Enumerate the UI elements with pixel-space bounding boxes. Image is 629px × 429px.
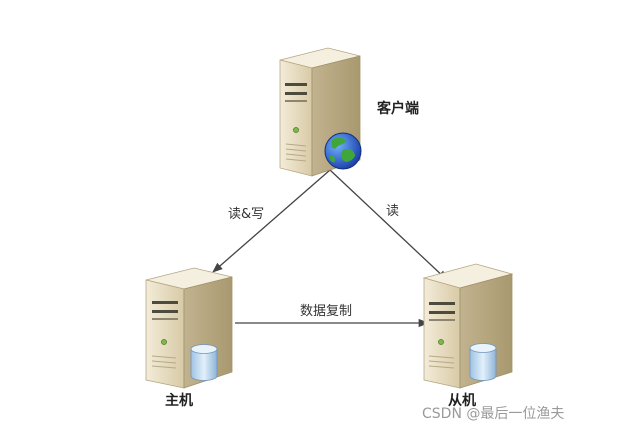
edge-label-data-replication: 数据复制 <box>300 304 353 319</box>
client-label: 客户端 <box>377 101 419 117</box>
database-icon-slave <box>469 343 497 381</box>
edge-label-read-write: 读&写 <box>228 207 265 222</box>
globe-icon <box>324 132 362 170</box>
edge-client-to-master <box>212 169 331 273</box>
edge-label-read: 读 <box>386 204 400 219</box>
server-icon-master <box>145 267 233 389</box>
database-icon-master <box>190 344 218 381</box>
slave-label: 从机 <box>448 393 476 409</box>
watermark: CSDN @最后一位渔夫 <box>422 406 565 422</box>
edge-client-to-slave <box>329 169 448 281</box>
master-label: 主机 <box>165 393 193 409</box>
server-icon-slave <box>422 263 514 389</box>
